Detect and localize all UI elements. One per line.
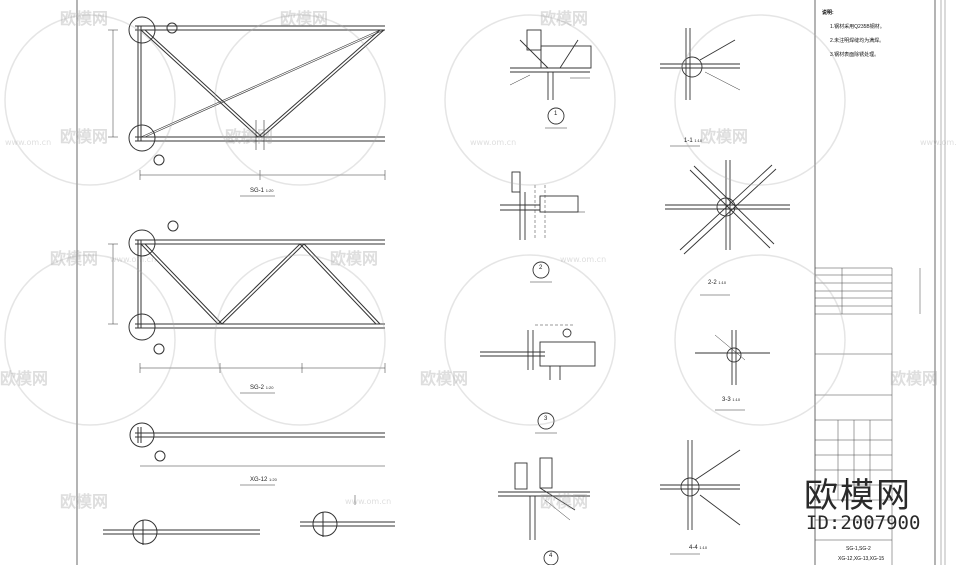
watermark-url: www.om.cn (560, 255, 607, 264)
watermark-brand: 欧模网 (700, 127, 749, 146)
watermark-brand: 欧模网 (225, 127, 274, 146)
title-block (815, 267, 921, 565)
watermark-brand: 欧模网 (330, 249, 379, 268)
watermark-url: www.om.cn (345, 497, 392, 506)
section-3-3 (695, 330, 770, 411)
drawing-name: SG-1,SG-2 (846, 546, 871, 552)
view-title-sg2: SG-2 1:20 (250, 385, 274, 391)
section-title-2-2: 2-2 1:10 (708, 280, 727, 286)
section-1-1 (660, 28, 741, 147)
watermark-brand: 欧模网 (540, 492, 589, 511)
member-xg15 (300, 495, 395, 537)
detail-label-3: 3 (544, 416, 548, 422)
watermark-brand: 欧模网 (420, 369, 469, 388)
notes-line-1: 1.钢材采用Q235B钢材。 (830, 24, 885, 30)
notes-heading: 说明: (822, 10, 834, 16)
detail-1 (509, 29, 592, 129)
detail-label-1: 1 (554, 111, 558, 117)
section-title-4-4: 4-4 1:10 (689, 545, 708, 551)
watermark-url: www.om.cn (110, 255, 157, 264)
member-xg12 (129, 422, 385, 486)
watermark-url: www.om.cn (5, 138, 52, 147)
view-title-sg1: SG-1 1:20 (250, 188, 274, 194)
notes-line-3: 3.钢材表面除锈处理。 (830, 52, 880, 58)
watermark-brand: 欧模网 (60, 9, 109, 28)
watermark-url: www.om.cn (470, 138, 517, 147)
watermark-brand: 欧模网 (0, 369, 49, 388)
watermark-url: www.om.cn (920, 138, 956, 147)
section-title-3-3: 3-3 1:10 (722, 397, 741, 403)
watermark-circles (4, 14, 846, 426)
watermark-brand: 欧模网 (50, 249, 99, 268)
design-notes: 说明: 1.钢材采用Q235B钢材。 2.未注明焊缝均为满焊。 3.钢材表面除锈… (822, 6, 885, 62)
section-4-4 (660, 440, 741, 555)
watermark-brand: 欧模网 (60, 127, 109, 146)
watermark-brand: 欧模网 (60, 492, 109, 511)
detail-label-2: 2 (539, 265, 543, 271)
watermark-brand: 欧模网 (280, 9, 329, 28)
section-title-1-1: 1-1 1:10 (684, 138, 703, 144)
detail-3 (480, 324, 596, 434)
truss-sg1 (108, 16, 386, 197)
watermark-logo: 欧模网 (804, 476, 912, 516)
notes-line-2: 2.未注明焊缝均为满焊。 (830, 38, 885, 44)
watermark-brand: 欧模网 (540, 9, 589, 28)
watermark-brand: 欧模网 (890, 369, 939, 388)
section-2-2 (665, 160, 790, 296)
drawing-subname: XG-12,XG-13,XG-15 (838, 556, 885, 562)
view-title-xg12: XG-12 1:20 (250, 477, 277, 483)
sheet-frame (76, 0, 946, 565)
watermark-id: ID:2007900 (806, 512, 921, 534)
detail-label-4: 4 (549, 553, 553, 559)
truss-sg2 (108, 220, 386, 394)
detail-4 (498, 457, 590, 565)
detail-2 (500, 171, 585, 283)
member-xg13 (103, 519, 260, 545)
